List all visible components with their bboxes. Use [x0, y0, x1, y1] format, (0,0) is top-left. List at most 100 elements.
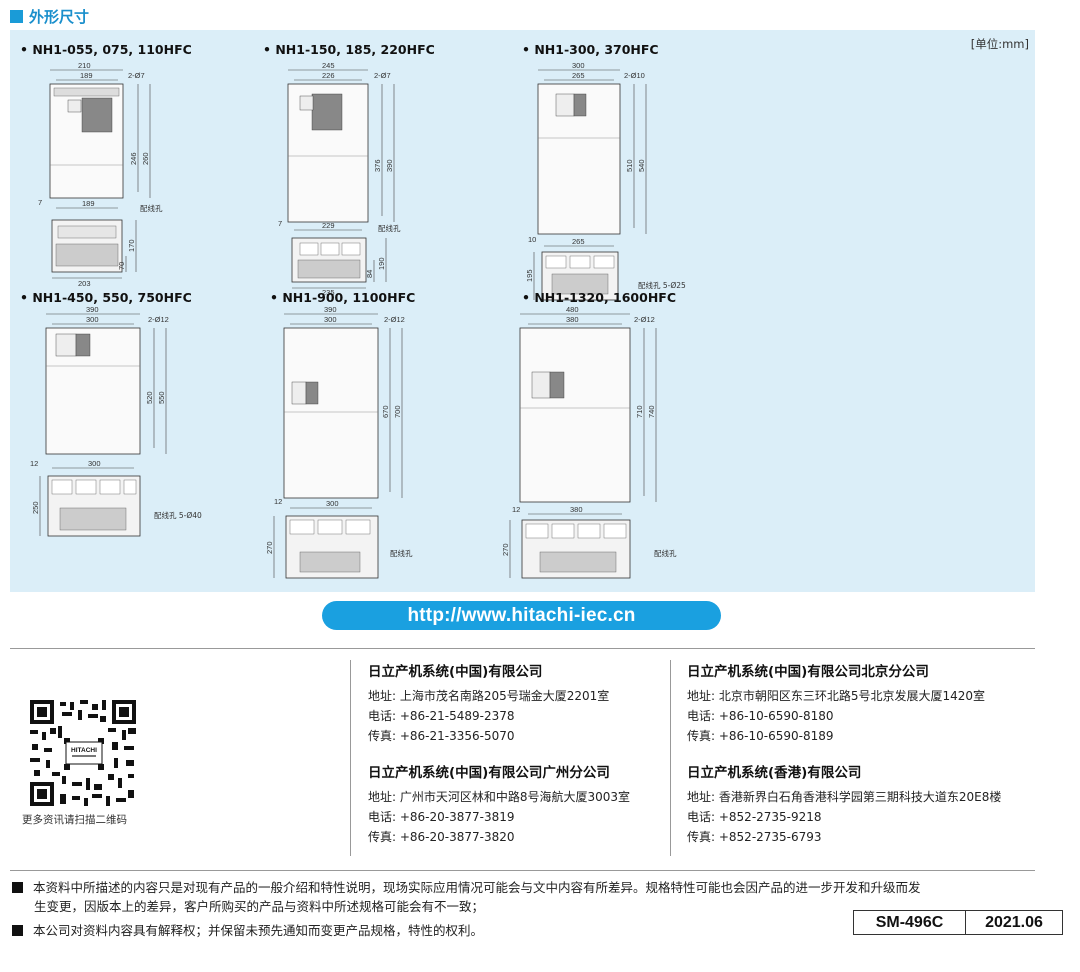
dim-pitch-h-1: 246: [129, 152, 138, 165]
office-fax: 传真: +86-20-3877-3820: [368, 830, 515, 844]
dim-base-1: 203: [78, 279, 91, 288]
office-name: 日立产机系统(中国)有限公司北京分公司: [687, 664, 929, 680]
office-shanghai: 日立产机系统(中国)有限公司 地址: 上海市茂名南路205号瑞金大厦2201室 …: [368, 660, 609, 746]
office-address: 地址: 北京市朝阳区东三环北路5号北京发展大厦1420室: [687, 689, 986, 703]
office-address: 地址: 广州市天河区林和中路8号海航大厦3003室: [368, 790, 631, 804]
dim-edge-2: 7: [278, 219, 282, 228]
drawing-model-3: 300 265 2-Ø10 510 540 10 265 配线孔 5-Ø25 1…: [525, 60, 688, 301]
disclaimer-1-line1: 本资料中所描述的内容只是对现有产品的一般介绍和特性说明，现场实际应用情况可能会与…: [33, 880, 921, 895]
office-phone: 电话: +86-10-6590-8180: [687, 709, 834, 723]
dim-edge-6: 12: [512, 505, 520, 514]
dim-depth-2: 190: [377, 257, 386, 270]
dim-depth-6: 270: [501, 543, 510, 556]
wiring-note-3: 配线孔 5-Ø25: [638, 280, 686, 290]
office-address: 地址: 香港新界白石角香港科学园第三期科技大道东20E8楼: [687, 790, 1002, 804]
wiring-note-4: 配线孔 5-Ø40: [154, 510, 202, 520]
dim-pitch-2: 226: [322, 71, 335, 80]
office-name: 日立产机系统(中国)有限公司广州分公司: [368, 765, 610, 781]
dim-width-1: 210: [78, 61, 91, 70]
drawing-model-4: 390 300 2-Ø12 520 550 12 300 配线孔 5-Ø40 2…: [30, 305, 202, 578]
dim-hole-5: 2-Ø12: [384, 315, 405, 324]
wiring-note-1: 配线孔: [140, 203, 163, 213]
doc-date: 2021.06: [985, 913, 1043, 931]
office-name: 日立产机系统(中国)有限公司: [368, 664, 543, 680]
dim-pitch-6: 380: [566, 315, 579, 324]
dim-hole-4: 2-Ø12: [148, 315, 169, 324]
section-title: 外形尺寸: [29, 7, 90, 26]
office-guangzhou: 日立产机系统(中国)有限公司广州分公司 地址: 广州市天河区林和中路8号海航大厦…: [368, 761, 630, 847]
office-phone: 电话: +852-2735-9218: [687, 810, 822, 824]
dim-base-2: 235: [322, 288, 335, 297]
dimensions-panel: [单位:mm] • NH1-055, 075, 110HFC 210 189 2…: [10, 30, 1035, 592]
dim-height-1: 260: [141, 152, 150, 165]
dim-pitch-h-6: 710: [635, 405, 644, 418]
divider-top: [10, 648, 1035, 649]
dim-edge-3: 10: [528, 235, 536, 244]
dim-width-3: 300: [572, 61, 585, 70]
model-title-5: • NH1-900, 1100HFC: [270, 290, 416, 305]
model-title-2: • NH1-150, 185, 220HFC: [263, 42, 435, 57]
bullet-square-icon: [12, 882, 23, 893]
dim-pitch-h-5: 670: [381, 405, 390, 418]
disclaimer-1: 本资料中所描述的内容只是对现有产品的一般介绍和特性说明，现场实际应用情况可能会与…: [12, 878, 921, 916]
dim-depth2-2: 84: [365, 270, 374, 278]
dim-pitch-4: 300: [86, 315, 99, 324]
dim-height-3: 540: [637, 159, 646, 172]
wiring-note-6: 配线孔: [654, 548, 677, 558]
qr-logo: HITACHI: [71, 747, 97, 754]
wiring-note-2: 配线孔: [378, 223, 401, 233]
dim-height-2: 390: [385, 159, 394, 172]
office-fax: 传真: +86-10-6590-8189: [687, 729, 834, 743]
office-hongkong: 日立产机系统(香港)有限公司 地址: 香港新界白石角香港科学园第三期科技大道东2…: [687, 761, 1001, 847]
dim-pitch-3: 265: [572, 71, 585, 80]
drawing-model-2: 245 226 2-Ø7 376 390 7 229 配线孔 190 84: [278, 60, 428, 297]
dim-height-4: 550: [157, 391, 166, 404]
dim-edge-5: 12: [274, 497, 282, 506]
document-code-box: SM-496C 2021.06: [853, 910, 1063, 935]
dim-pitch-5: 300: [324, 315, 337, 324]
dim-pitch-h-4: 520: [145, 391, 154, 404]
disclaimer-1-line2: 生变更，因版本上的差异，客户所购买的产品与资料中所述规格可能会有不一致；: [34, 899, 485, 914]
office-phone: 电话: +86-20-3877-3819: [368, 810, 515, 824]
section-header: 外形尺寸: [10, 6, 89, 26]
office-phone: 电话: +86-21-5489-2378: [368, 709, 515, 723]
office-address: 地址: 上海市茂名南路205号瑞金大厦2201室: [368, 689, 610, 703]
drawing-model-1: 210 189 2-Ø7 246 260 7 189 配线孔 170 70: [38, 60, 188, 290]
doc-code: SM-496C: [854, 911, 966, 934]
bullet-square-icon: [12, 925, 23, 936]
dim-hole-1: 2-Ø7: [128, 71, 145, 80]
dim-depth-5: 270: [265, 541, 274, 554]
model-title-1: • NH1-055, 075, 110HFC: [20, 42, 192, 57]
dim-width-5: 390: [324, 305, 337, 314]
qr-caption: 更多资讯请扫描二维码: [22, 814, 127, 826]
unit-label: [单位:mm]: [970, 37, 1029, 51]
model-title-4: • NH1-450, 550, 750HFC: [20, 290, 192, 305]
disclaimer-2-line1: 本公司对资料内容具有解释权；并保留未预先通知而变更产品规格，特性的权利。: [33, 923, 484, 938]
dim-bottom-4: 300: [88, 459, 101, 468]
model-title-3: • NH1-300, 370HFC: [522, 42, 659, 57]
website-url: http://www.hitachi-iec.cn: [407, 604, 636, 626]
office-beijing: 日立产机系统(中国)有限公司北京分公司 地址: 北京市朝阳区东三环北路5号北京发…: [687, 660, 985, 746]
dim-bottom-6: 380: [570, 505, 583, 514]
dim-depth-1: 170: [127, 239, 136, 252]
dim-height-5: 700: [393, 405, 402, 418]
dim-bottom-2: 229: [322, 221, 335, 230]
divider-bottom: [10, 870, 1035, 871]
dim-bottom-5: 300: [326, 499, 339, 508]
section-square-icon: [10, 9, 23, 23]
divider-vertical-2: [670, 660, 671, 856]
wiring-note-5: 配线孔: [390, 548, 413, 558]
dim-hole-2: 2-Ø7: [374, 71, 391, 80]
dim-width-6: 480: [566, 305, 579, 314]
qr-code: HITACHI: [28, 698, 138, 808]
dim-width-4: 390: [86, 305, 99, 314]
dim-pitch-h-2: 376: [373, 159, 382, 172]
office-fax: 传真: +852-2735-6793: [687, 830, 822, 844]
model-title-6: • NH1-1320, 1600HFC: [522, 290, 677, 305]
dim-edge-1: 7: [38, 198, 42, 207]
website-link[interactable]: http://www.hitachi-iec.cn: [322, 601, 721, 630]
dim-depth-3: 195: [525, 269, 534, 282]
dim-pitch-1: 189: [80, 71, 93, 80]
office-name: 日立产机系统(香港)有限公司: [687, 765, 862, 781]
divider-vertical-1: [350, 660, 351, 856]
